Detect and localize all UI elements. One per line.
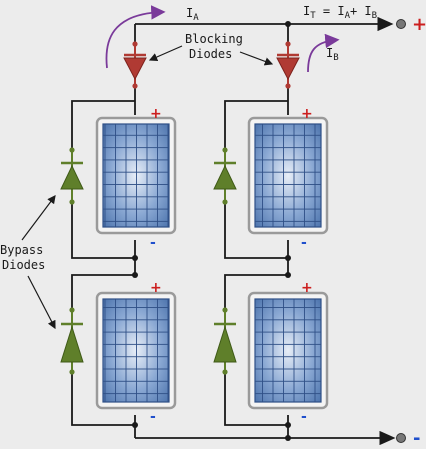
current-a-label: IA: [186, 6, 199, 23]
blocking-diode-left: [123, 41, 147, 89]
current-b-label: IB: [326, 46, 339, 63]
solar-panel-right-bottom: + -: [247, 280, 329, 425]
bypass-diode-left-upper: [60, 147, 84, 205]
panel-minus-label: -: [150, 235, 156, 251]
panel-minus-label: -: [150, 409, 156, 425]
current-a-arrow: [105, 5, 166, 69]
panel-minus-label: -: [301, 235, 307, 251]
output-plus-label: +: [412, 14, 426, 35]
solar-panel-right-top: + -: [247, 106, 329, 251]
bypass-diode-left-lower: [60, 307, 84, 375]
svg-text:Bypass: Bypass: [0, 243, 43, 257]
svg-text:Blocking: Blocking: [185, 32, 243, 46]
blocking-diode-right: [276, 41, 300, 89]
output-minus-label: -: [413, 428, 420, 449]
solar-panel-left-top: + -: [95, 106, 177, 251]
bypass-pointer-lower: [27, 275, 56, 330]
svg-text:Diodes: Diodes: [2, 258, 45, 272]
bypass-pointer-upper: [21, 195, 56, 241]
bypass-diode-right-upper: [213, 147, 237, 205]
junction-dots: [132, 21, 291, 441]
panel-plus-label: +: [150, 280, 162, 296]
current-b-arrow: [307, 33, 340, 73]
output-terminal-negative: -: [396, 428, 420, 449]
blocking-diodes-label: Blocking Diodes: [148, 32, 274, 66]
panel-plus-label: +: [150, 106, 162, 122]
output-terminal-positive: +: [396, 14, 426, 35]
bypass-diodes-label: Bypass Diodes: [0, 195, 56, 330]
blocking-pointer-right: [239, 51, 274, 66]
bypass-diode-right-lower: [213, 307, 237, 375]
panel-plus-label: +: [301, 280, 313, 296]
panel-plus-label: +: [301, 106, 313, 122]
panel-minus-label: -: [301, 409, 307, 425]
total-current-label: IT = IA+ IB: [303, 4, 377, 21]
solar-panel-left-bottom: + -: [95, 280, 177, 425]
svg-text:Diodes: Diodes: [189, 47, 232, 61]
blocking-pointer-left: [148, 45, 183, 61]
